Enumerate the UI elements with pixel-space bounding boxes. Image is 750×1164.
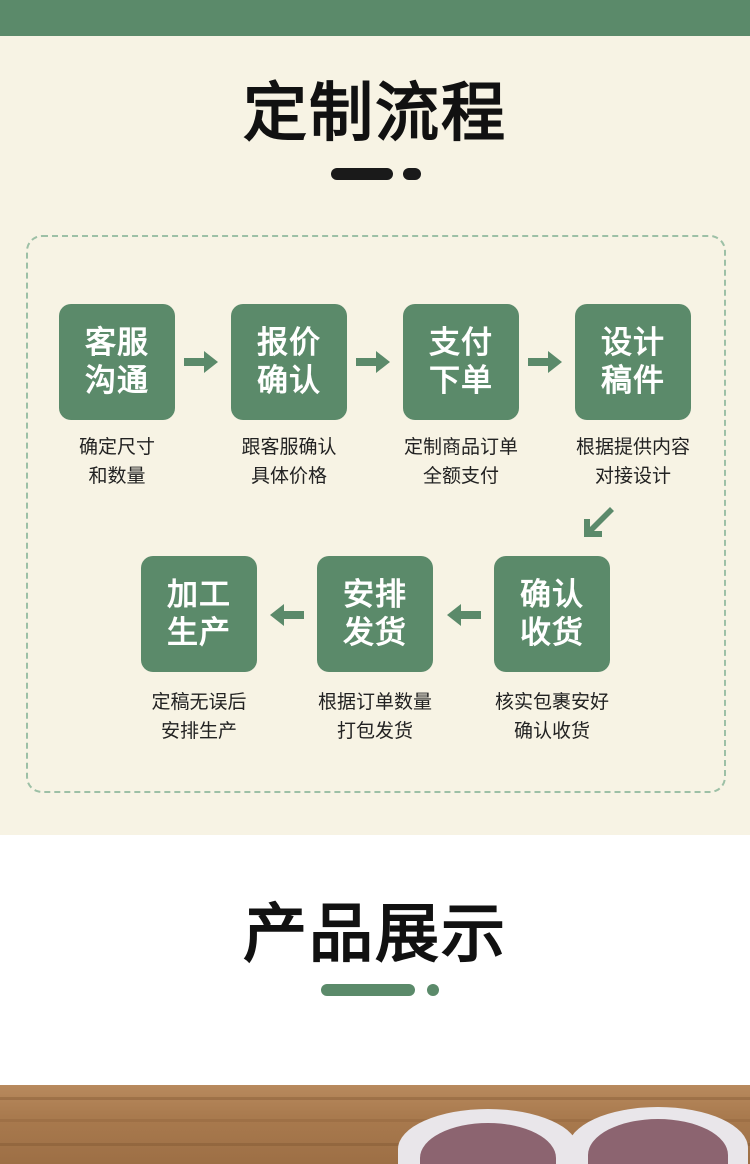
arrow-right-icon [184,350,218,374]
decoration-bar [331,168,393,180]
product-bag-image [398,1109,578,1164]
step-label: 支付 下单 [429,325,493,399]
step-desc-confirm-receipt: 核实包裹安好 确认收货 [467,688,637,746]
product-bag-image [568,1107,748,1164]
step-label: 报价 确认 [257,325,321,399]
step-desc-line: 根据提供内容 [575,436,690,458]
step-desc-line: 和数量 [88,465,146,487]
step-customer-service: 客服 沟通 [59,304,175,420]
arrow-left-icon [447,603,481,627]
step-confirm-receipt: 确认 收货 [494,556,610,672]
step-desc-pay-order: 定制商品订单 全额支付 [376,433,546,491]
product-bag-filling [420,1123,556,1164]
step-label: 确认 收货 [520,577,584,651]
arrow-left-icon [270,603,304,627]
decoration-bar [321,984,415,996]
step-desc-line: 定制商品订单 [403,436,518,458]
process-flow-frame [26,235,726,793]
step-desc-shipping: 根据订单数量 打包发货 [290,688,460,746]
product-section [0,835,750,1085]
step-desc-quote-confirm: 跟客服确认 具体价格 [204,433,374,491]
step-desc-line: 定稿无误后 [151,691,247,713]
product-photo [0,1085,750,1164]
step-production: 加工 生产 [141,556,257,672]
step-label: 客服 沟通 [85,325,149,399]
arrow-down-left-icon [580,505,614,539]
process-title: 定制流程 [243,77,507,151]
step-desc-design-draft: 根据提供内容 对接设计 [548,433,718,491]
step-desc-line: 核实包裹安好 [494,691,609,713]
step-desc-customer-service: 确定尺寸 和数量 [32,433,202,491]
arrow-right-icon [356,350,390,374]
step-desc-line: 对接设计 [594,465,671,487]
step-desc-line: 全额支付 [422,465,499,487]
step-shipping: 安排 发货 [317,556,433,672]
wood-grain [0,1143,750,1146]
step-label: 安排 发货 [343,577,407,651]
arrow-right-icon [528,350,562,374]
product-bag-filling [588,1119,728,1164]
step-desc-line: 打包发货 [336,720,413,742]
decoration-dot [427,984,439,996]
step-pay-order: 支付 下单 [403,304,519,420]
step-desc-line: 具体价格 [250,465,327,487]
step-label: 加工 生产 [167,577,231,651]
step-desc-line: 跟客服确认 [241,436,337,458]
step-desc-line: 确认收货 [513,720,590,742]
step-desc-production: 定稿无误后 安排生产 [114,688,284,746]
top-banner-bar [0,0,750,36]
step-design-draft: 设计 稿件 [575,304,691,420]
decoration-dot [403,168,421,180]
step-label: 设计 稿件 [601,325,665,399]
wood-grain [0,1119,750,1122]
product-title: 产品展示 [243,898,507,972]
step-desc-line: 确定尺寸 [78,436,155,458]
step-desc-line: 根据订单数量 [317,691,432,713]
process-title-decoration [331,168,421,180]
product-title-decoration [321,984,439,996]
step-quote-confirm: 报价 确认 [231,304,347,420]
wood-grain [0,1097,750,1100]
step-desc-line: 安排生产 [160,720,237,742]
